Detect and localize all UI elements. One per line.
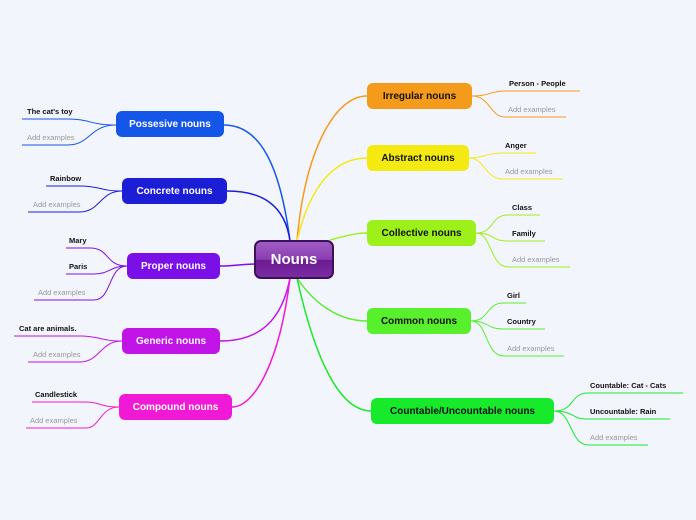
branch-label: Compound nouns xyxy=(132,401,219,413)
branch-label: Countable/Uncountable nouns xyxy=(390,405,535,417)
add-examples-leaf[interactable]: Add examples xyxy=(512,255,560,264)
example-leaf[interactable]: Candlestick xyxy=(35,390,78,399)
branch-label: Abstract nouns xyxy=(381,152,455,164)
example-leaf[interactable]: Cat are animals. xyxy=(19,324,77,333)
example-leaf[interactable]: Anger xyxy=(505,141,527,150)
branch-label: Proper nouns xyxy=(140,260,206,272)
add-examples-leaf[interactable]: Add examples xyxy=(33,200,81,209)
example-leaf[interactable]: Girl xyxy=(507,291,520,300)
add-examples-leaf[interactable]: Add examples xyxy=(507,344,555,353)
example-leaf[interactable]: Uncountable: Rain xyxy=(590,407,657,416)
branch-generic-nouns[interactable]: Generic nouns xyxy=(122,328,220,354)
example-leaf[interactable]: Family xyxy=(512,229,536,238)
branch-label: Irregular nouns xyxy=(382,90,457,102)
add-examples-leaf[interactable]: Add examples xyxy=(508,105,556,114)
branch-possesive-nouns[interactable]: Possesive nouns xyxy=(116,111,224,137)
example-leaf[interactable]: Countable: Cat - Cats xyxy=(590,381,667,390)
add-examples-leaf[interactable]: Add examples xyxy=(38,288,86,297)
example-leaf[interactable]: Mary xyxy=(69,236,87,245)
add-examples-leaf[interactable]: Add examples xyxy=(33,350,81,359)
example-leaf[interactable]: Country xyxy=(507,317,536,326)
branch-irregular-nouns[interactable]: Irregular nouns xyxy=(367,83,472,109)
branch-label: Collective nouns xyxy=(381,227,462,239)
example-leaf[interactable]: Person - People xyxy=(509,79,566,88)
branch-proper-nouns[interactable]: Proper nouns xyxy=(127,253,220,279)
branch-collective-nouns[interactable]: Collective nouns xyxy=(367,220,476,246)
branch-label: Common nouns xyxy=(380,315,458,327)
root-topic-label: Nouns xyxy=(270,251,318,268)
branch-common-nouns[interactable]: Common nouns xyxy=(367,308,471,334)
branch-label: Generic nouns xyxy=(135,335,206,347)
branch-abstract-nouns[interactable]: Abstract nouns xyxy=(367,145,469,171)
branch-label: Concrete nouns xyxy=(136,185,213,197)
branch-concrete-nouns[interactable]: Concrete nouns xyxy=(122,178,227,204)
branch-countable-uncountable-nouns[interactable]: Countable/Uncountable nouns xyxy=(371,398,554,424)
example-leaf[interactable]: Rainbow xyxy=(50,174,82,183)
branch-compound-nouns[interactable]: Compound nouns xyxy=(119,394,232,420)
example-leaf[interactable]: Paris xyxy=(69,262,88,271)
add-examples-leaf[interactable]: Add examples xyxy=(30,416,78,425)
add-examples-leaf[interactable]: Add examples xyxy=(505,167,553,176)
branch-label: Possesive nouns xyxy=(129,118,211,130)
root-topic[interactable]: Nouns xyxy=(254,240,334,279)
add-examples-leaf[interactable]: Add examples xyxy=(590,433,638,442)
example-leaf[interactable]: Class xyxy=(512,203,533,212)
add-examples-leaf[interactable]: Add examples xyxy=(27,133,75,142)
example-leaf[interactable]: The cat's toy xyxy=(27,107,73,116)
